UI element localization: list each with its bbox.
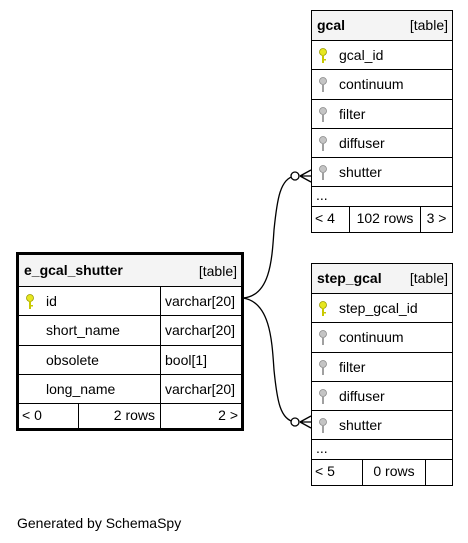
column-row: continuum bbox=[312, 323, 452, 353]
column-row: long_name varchar[20] bbox=[19, 374, 241, 405]
column-row: id varchar[20] bbox=[19, 287, 241, 317]
footer-row-count: 2 rows bbox=[78, 404, 160, 429]
footer-children[interactable] bbox=[425, 460, 452, 486]
footer-row-count: 102 rows bbox=[349, 207, 420, 233]
table-kind: [table] bbox=[409, 17, 448, 33]
column-name: long_name bbox=[46, 380, 116, 397]
column-row: filter bbox=[312, 100, 452, 129]
column-name: id bbox=[46, 293, 57, 309]
column-row: step_gcal_id bbox=[312, 294, 452, 324]
column-row: continuum bbox=[312, 70, 452, 100]
column-name: step_gcal_id bbox=[339, 300, 418, 316]
column-row: filter bbox=[312, 353, 452, 382]
ellipsis: ... bbox=[316, 187, 328, 204]
table-kind: [table] bbox=[198, 263, 237, 279]
more-columns: ... bbox=[312, 187, 452, 208]
column-row: diffuser bbox=[312, 129, 452, 159]
link-gcal bbox=[242, 175, 296, 299]
table-header: e_gcal_shutter [table] bbox=[19, 255, 241, 287]
column-name: filter bbox=[339, 105, 366, 122]
key-icon bbox=[319, 330, 327, 346]
key-icon bbox=[319, 106, 327, 122]
table-name: gcal bbox=[317, 17, 346, 33]
table-name: e_gcal_shutter bbox=[24, 262, 123, 278]
column-name: continuum bbox=[339, 329, 404, 346]
column-row: gcal_id bbox=[312, 41, 452, 71]
column-name: shutter bbox=[339, 417, 382, 434]
link-step-gcal bbox=[242, 297, 296, 423]
column-name: gcal_id bbox=[339, 47, 384, 63]
column-row: shutter bbox=[312, 158, 452, 188]
table-footer: < 4 102 rows 3 > bbox=[312, 207, 452, 233]
column-name: short_name bbox=[46, 322, 120, 339]
table-gcal[interactable]: gcal [table] gcal_id continuum filter di… bbox=[311, 10, 453, 234]
table-name: step_gcal bbox=[317, 270, 382, 286]
primary-key-icon bbox=[319, 301, 327, 316]
footer-parents[interactable]: < 0 bbox=[22, 407, 42, 424]
column-row: obsolete bool[1] bbox=[19, 345, 241, 375]
generated-by-credit: Generated by SchemaSpy bbox=[17, 515, 182, 531]
table-step-gcal[interactable]: step_gcal [table] step_gcal_id continuum… bbox=[311, 263, 453, 487]
column-name: diffuser bbox=[339, 134, 385, 151]
key-icon bbox=[319, 77, 327, 93]
table-header: step_gcal [table] bbox=[312, 264, 452, 294]
key-icon bbox=[319, 418, 327, 434]
column-type: varchar[20] bbox=[160, 374, 235, 404]
footer-children[interactable]: 2 > bbox=[160, 404, 241, 429]
table-e-gcal-shutter[interactable]: e_gcal_shutter [table] id varchar[20] sh… bbox=[16, 252, 244, 432]
table-kind: [table] bbox=[409, 270, 448, 286]
column-name: diffuser bbox=[339, 387, 385, 404]
footer-parents[interactable]: < 5 bbox=[315, 463, 335, 480]
column-type: varchar[20] bbox=[160, 287, 235, 316]
column-type: varchar[20] bbox=[160, 316, 235, 345]
table-footer: < 0 2 rows 2 > bbox=[19, 404, 241, 429]
column-type: bool[1] bbox=[160, 345, 207, 374]
column-name: filter bbox=[339, 358, 366, 375]
more-columns: ... bbox=[312, 440, 452, 461]
column-row: short_name varchar[20] bbox=[19, 316, 241, 346]
table-header: gcal [table] bbox=[312, 11, 452, 41]
ellipsis: ... bbox=[316, 440, 328, 457]
key-icon bbox=[319, 135, 327, 151]
key-icon bbox=[319, 388, 327, 404]
footer-parents[interactable]: < 4 bbox=[315, 210, 335, 227]
column-name: continuum bbox=[339, 76, 404, 93]
column-row: diffuser bbox=[312, 382, 452, 412]
column-row: shutter bbox=[312, 411, 452, 441]
footer-children[interactable]: 3 > bbox=[420, 207, 452, 233]
key-icon bbox=[319, 359, 327, 375]
primary-key-icon bbox=[319, 48, 327, 63]
key-icon bbox=[319, 165, 327, 181]
column-name: obsolete bbox=[46, 351, 99, 368]
footer-row-count: 0 rows bbox=[362, 460, 425, 486]
primary-key-icon bbox=[26, 294, 34, 309]
column-name: shutter bbox=[339, 164, 382, 181]
table-footer: < 5 0 rows bbox=[312, 460, 452, 486]
